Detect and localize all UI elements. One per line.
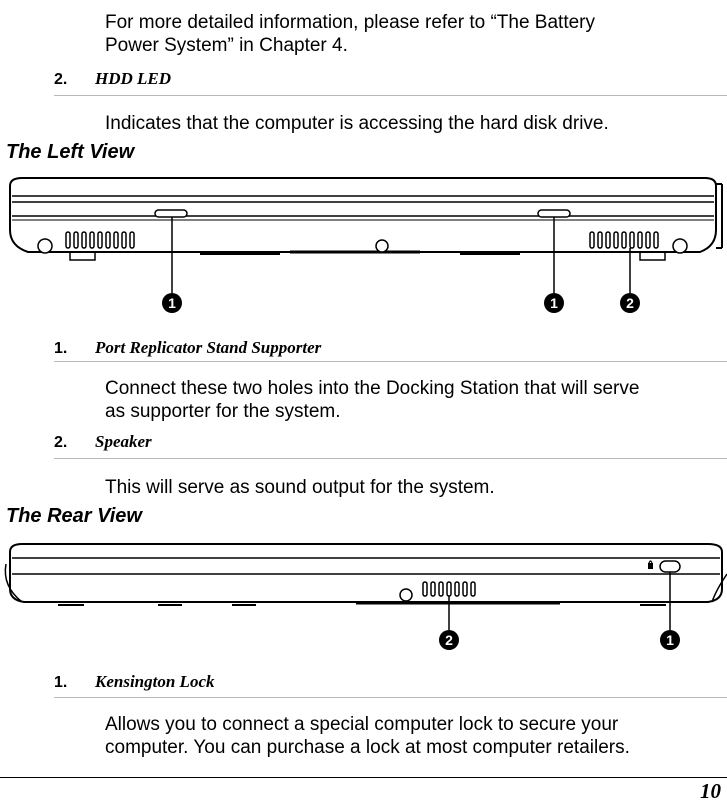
footer-rule <box>0 777 727 778</box>
rear-callout-2: 2 <box>439 630 459 650</box>
rear-item-1-desc-line-1: Allows you to connect a special computer… <box>105 714 619 735</box>
left-item-1-number: 1. <box>54 340 68 357</box>
rear-view-heading: The Rear View <box>6 505 142 527</box>
svg-text:1: 1 <box>550 295 558 311</box>
left-callout-2: 2 <box>620 293 640 313</box>
rear-item-1-title: Kensington Lock <box>95 672 215 691</box>
hdd-item-number: 2. <box>54 71 68 88</box>
svg-text:1: 1 <box>168 295 176 311</box>
hdd-item-description: Indicates that the computer is accessing… <box>105 113 609 134</box>
svg-text:1: 1 <box>666 632 674 648</box>
left-item-1-rule <box>54 361 727 362</box>
rear-item-1-rule <box>54 697 727 698</box>
left-item-1-desc-line-1: Connect these two holes into the Docking… <box>105 378 640 399</box>
svg-text:2: 2 <box>445 632 453 648</box>
intro-text-line-2: Power System” in Chapter 4. <box>105 35 348 56</box>
left-item-2-desc-line-1: This will serve as sound output for the … <box>105 477 495 498</box>
intro-text-line-1: For more detailed information, please re… <box>105 12 596 33</box>
hdd-item-title: HDD LED <box>95 69 172 88</box>
left-view-heading: The Left View <box>6 141 135 163</box>
left-item-1-title: Port Replicator Stand Supporter <box>95 338 322 357</box>
left-item-1-desc-line-2: as supporter for the system. <box>105 401 341 422</box>
hdd-item-rule <box>54 95 727 96</box>
rear-item-1-number: 1. <box>54 674 68 691</box>
left-item-2-rule <box>54 458 727 459</box>
svg-text:2: 2 <box>626 295 634 311</box>
rear-view-illustration: 2 1 <box>4 543 727 650</box>
left-item-2-title: Speaker <box>95 432 152 451</box>
rear-item-1-desc-line-2: computer. You can purchase a lock at mos… <box>105 737 630 758</box>
left-view-illustration: 1 1 2 <box>9 177 723 313</box>
rear-callout-1: 1 <box>660 630 680 650</box>
page-number: 10 <box>700 779 721 803</box>
left-callout-1a: 1 <box>162 293 182 313</box>
left-item-2-number: 2. <box>54 434 68 451</box>
left-callout-1b: 1 <box>544 293 564 313</box>
